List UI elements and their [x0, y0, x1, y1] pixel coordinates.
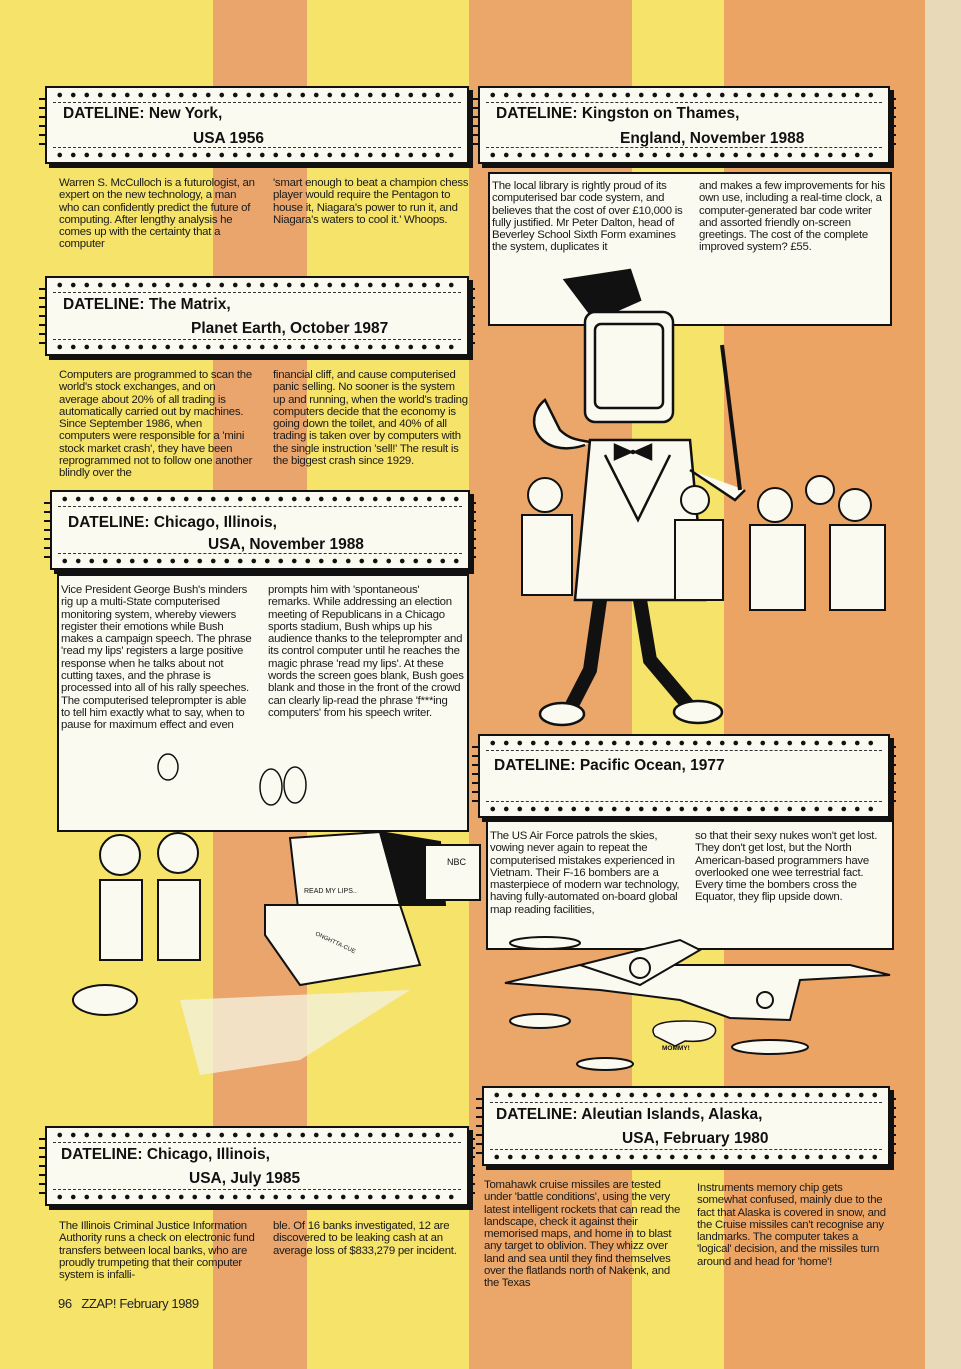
- f16-jet-illustration: MOMMY!: [504, 936, 891, 1071]
- chicago-1985-col2: ble. Of 16 banks investigated, 12 are di…: [273, 1220, 457, 1257]
- magazine-issue: ZZAP! February 1989: [81, 1296, 199, 1311]
- aleutian-col1: Tomahawk cruise missiles are tested unde…: [484, 1179, 681, 1290]
- kingston-col1: The local library is rightly proud of it…: [492, 180, 683, 254]
- dateline-banner-new-york: DATELINE: New York, USA 1956: [39, 86, 475, 164]
- speech-bubble-mommy: MOMMY!: [662, 1045, 690, 1052]
- matrix-col1: Computers are programmed to scan the wor…: [59, 369, 253, 480]
- kingston-col2: and makes a few improvements for his own…: [699, 180, 885, 254]
- thought-ovals: [157, 753, 307, 806]
- dateline-line2: USA, July 1985: [189, 1170, 301, 1187]
- dateline-line2: England, November 1988: [620, 130, 805, 147]
- teleprompter-screen-text: READ MY LIPS..: [304, 888, 357, 895]
- dateline-line2: USA, February 1980: [622, 1130, 769, 1147]
- matrix-col2: financial cliff, and cause computerised …: [273, 369, 468, 468]
- pacific-col2: so that their sexy nukes won't get lost.…: [695, 830, 878, 904]
- camera-nbc-label: NBC: [447, 857, 467, 867]
- dateline-banner-pacific: DATELINE: Pacific Ocean, 1977: [472, 734, 896, 818]
- dateline-line2: USA, November 1988: [208, 536, 364, 553]
- dateline-banner-chicago-1988: DATELINE: Chicago, Illinois, USA, Novemb…: [44, 490, 476, 570]
- dateline-line1: DATELINE: Pacific Ocean, 1977: [494, 757, 725, 774]
- chicago-1988-col2: prompts him with 'spontaneous' remarks. …: [268, 584, 464, 719]
- page-footer: 96 ZZAP! February 1989: [58, 1296, 199, 1311]
- dateline-line2: Planet Earth, October 1987: [191, 320, 389, 337]
- dateline-line1: DATELINE: New York,: [63, 105, 223, 122]
- dateline-banner-kingston: DATELINE: Kingston on Thames, England, N…: [472, 86, 896, 164]
- pacific-col1: The US Air Force patrols the skies, vowi…: [490, 830, 680, 916]
- bush-teleprompter-illustration: READ MY LIPS.. ONGHTTA-CUE NBC: [72, 830, 481, 1075]
- aleutian-col2: Instruments memory chip gets somewhat co…: [697, 1182, 886, 1268]
- chicago-1988-col1: Vice President George Bush's minders rig…: [61, 584, 252, 732]
- dateline-line1: DATELINE: Chicago, Illinois,: [68, 514, 277, 531]
- dateline-line1: DATELINE: Kingston on Thames,: [496, 105, 740, 122]
- dateline-line1: DATELINE: Chicago, Illinois,: [61, 1146, 270, 1163]
- new-york-col2: 'smart enough to beat a champion chess p…: [273, 177, 469, 226]
- dateline-banner-matrix: DATELINE: The Matrix, Planet Earth, Octo…: [39, 276, 475, 356]
- dateline-banner-aleutian: DATELINE: Aleutian Islands, Alaska, USA,…: [476, 1086, 896, 1166]
- dateline-line1: DATELINE: Aleutian Islands, Alaska,: [496, 1106, 763, 1123]
- chicago-1985-col1: The Illinois Criminal Justice Informatio…: [59, 1220, 255, 1282]
- computer-head-teacher-illustration: [521, 268, 886, 727]
- dateline-banner-chicago-1985: DATELINE: Chicago, Illinois, USA, July 1…: [39, 1126, 475, 1206]
- kingston-story-box: [488, 172, 892, 326]
- page-number: 96: [58, 1296, 72, 1311]
- chicago-1988-story-box: [57, 574, 469, 832]
- dateline-line1: DATELINE: The Matrix,: [63, 296, 231, 313]
- dateline-line2: USA 1956: [193, 130, 264, 147]
- new-york-col1: Warren S. McCulloch is a futurologist, a…: [59, 177, 255, 251]
